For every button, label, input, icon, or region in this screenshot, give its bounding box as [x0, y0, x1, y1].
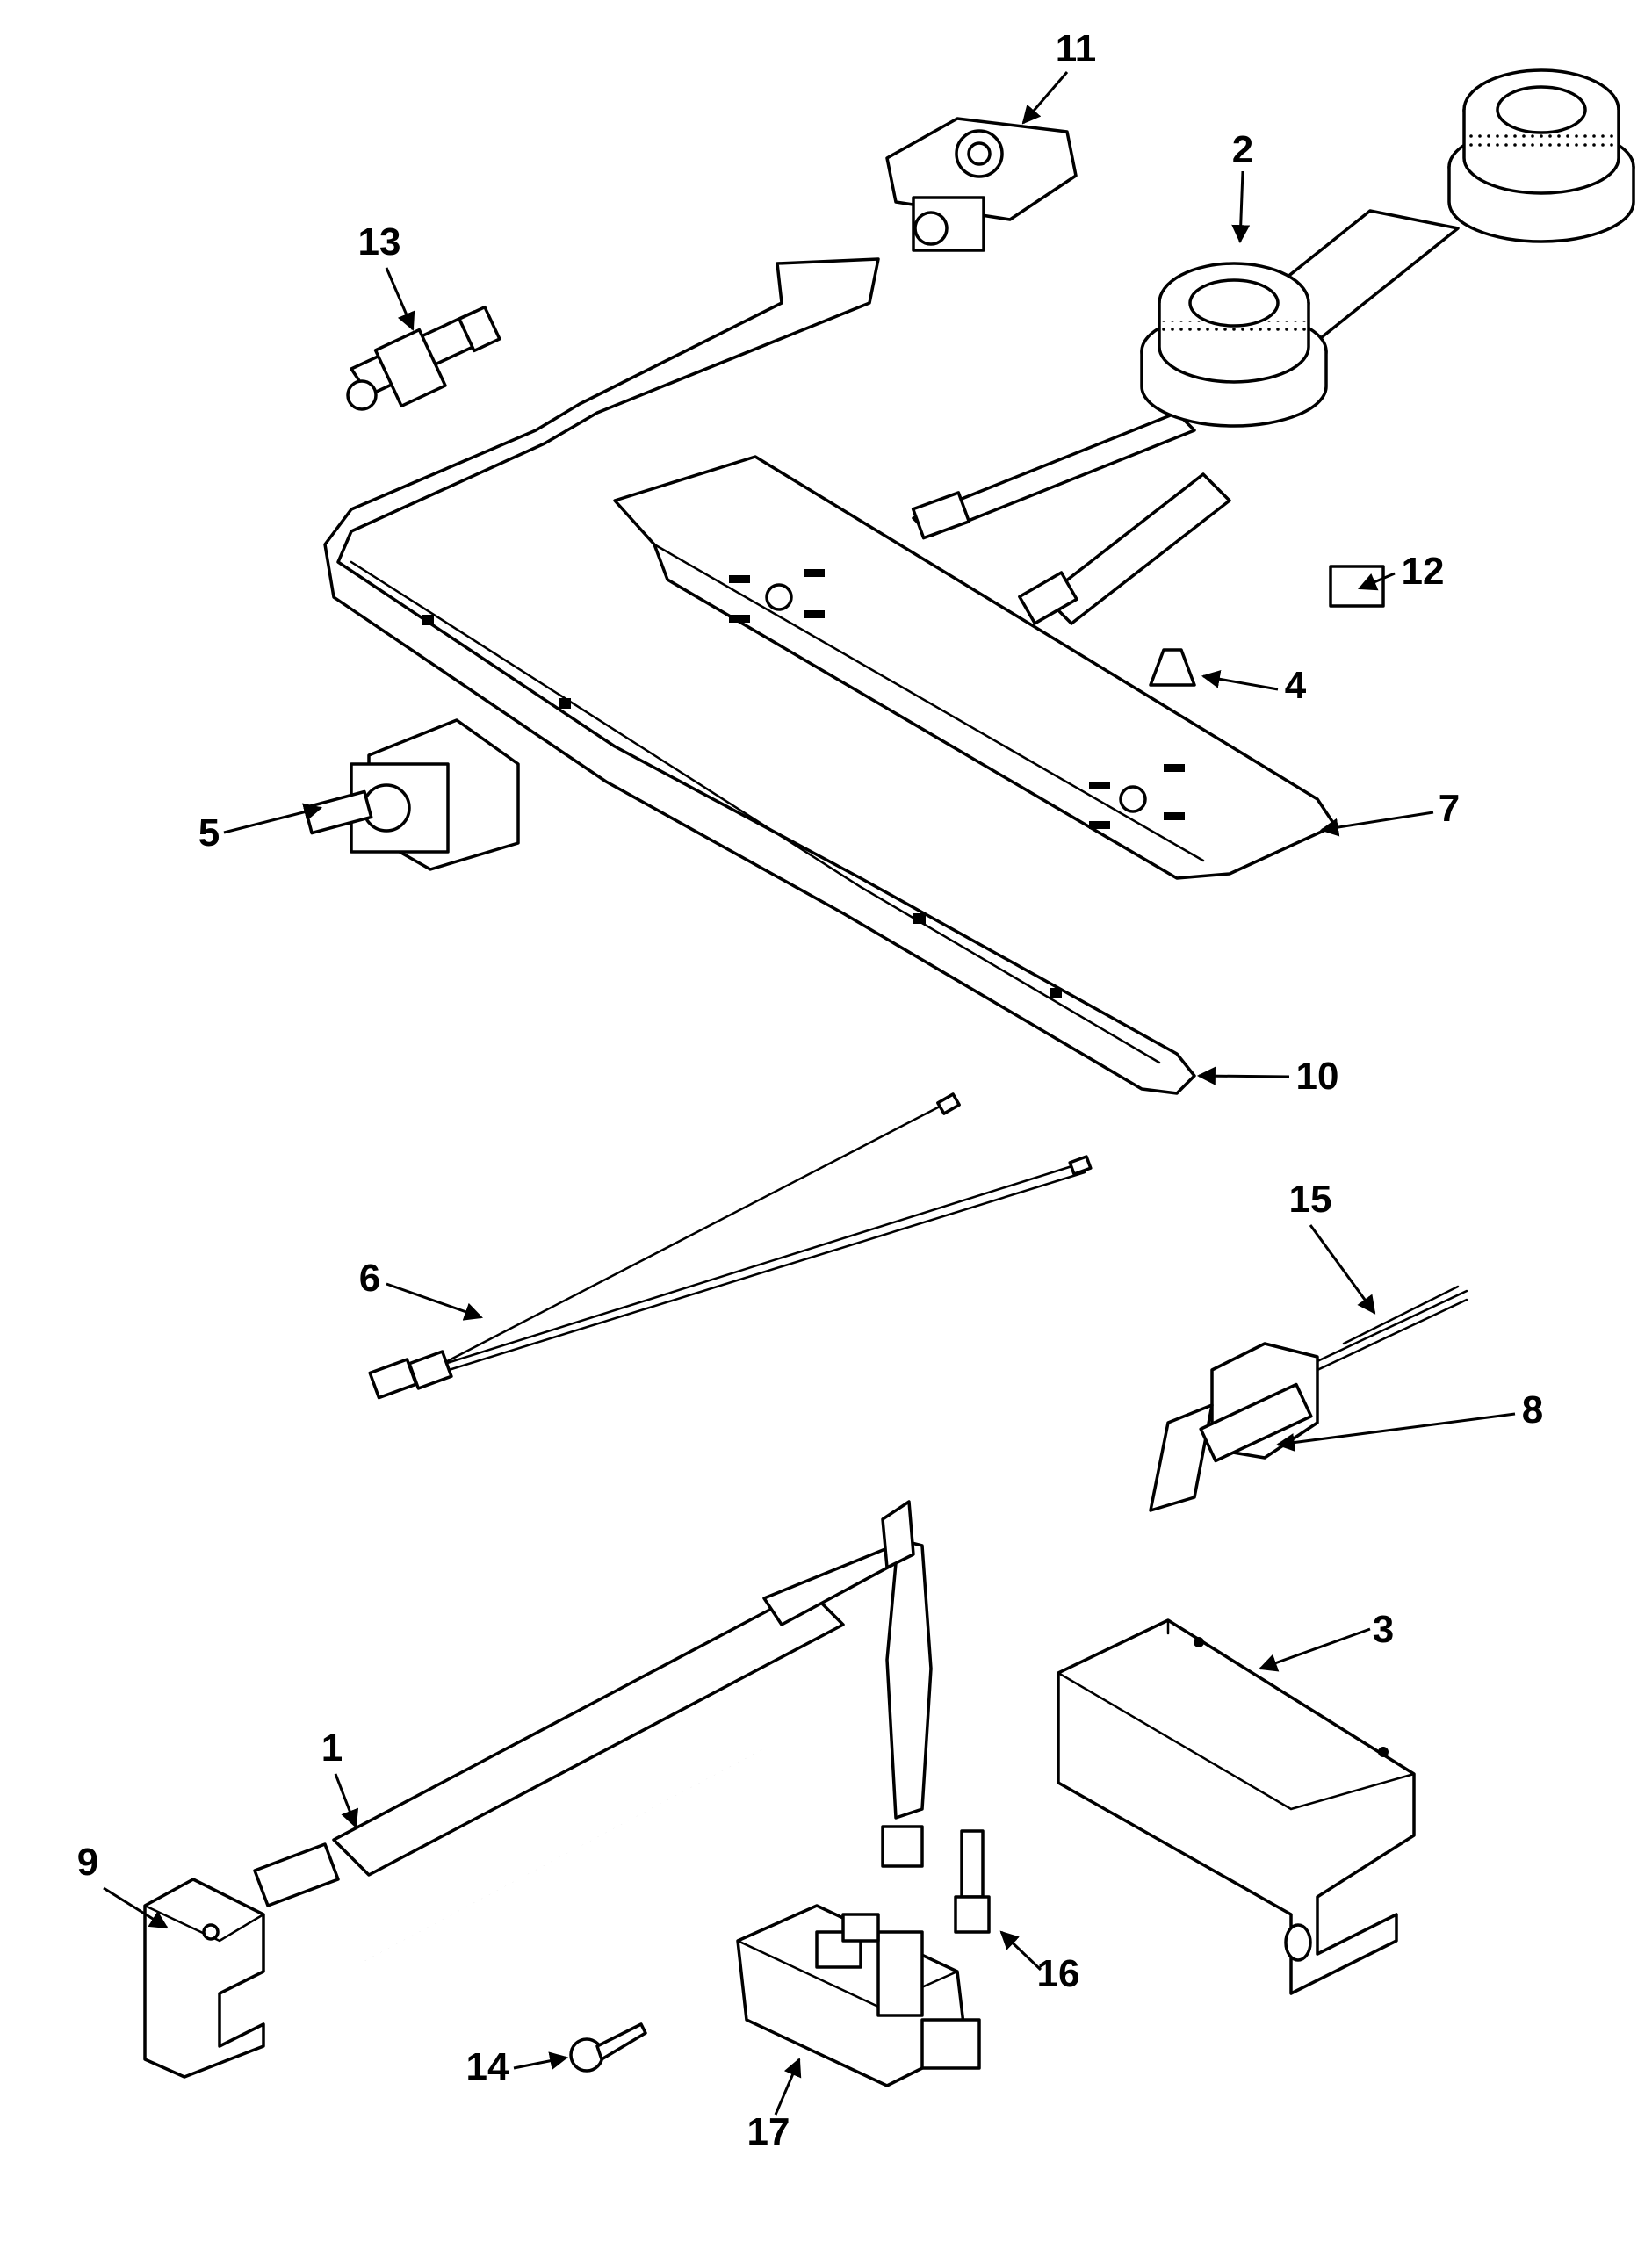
callouts: 1 2 3 4 5 6 7 8 9 10 11 12 13 14 15 16 1	[77, 27, 1543, 2153]
callout-8: 8	[1522, 1388, 1543, 1431]
callout-4: 4	[1285, 664, 1307, 707]
callout-15: 15	[1289, 1178, 1332, 1221]
callout-1: 1	[321, 1727, 343, 1770]
callout-10: 10	[1296, 1055, 1339, 1098]
surface-burners	[911, 68, 1635, 625]
callout-14: 14	[466, 2045, 509, 2088]
ignitor-bracket-8	[1149, 1289, 1468, 1512]
callout-12: 12	[1402, 550, 1445, 593]
callout-13: 13	[358, 220, 401, 263]
manifold-pipe	[323, 257, 1196, 1095]
safety-valve-17	[736, 1904, 981, 2087]
gas-valve-11	[885, 117, 1078, 252]
valve-fitting-13	[346, 305, 501, 411]
callout-7: 7	[1439, 787, 1460, 830]
clip-12	[1329, 565, 1385, 608]
oven-burner-1	[253, 1500, 933, 1963]
bracket-9	[143, 1878, 265, 2079]
screw-14	[569, 2022, 647, 2073]
callout-11: 11	[1056, 27, 1097, 70]
switch-5	[303, 718, 520, 871]
ignitor-lead-15	[1342, 1285, 1460, 1345]
callout-16: 16	[1037, 1952, 1080, 1995]
heat-shield-3	[1057, 1618, 1416, 1995]
callout-2: 2	[1232, 128, 1253, 171]
callout-6: 6	[359, 1257, 380, 1300]
cap-4	[1149, 648, 1196, 687]
callout-9: 9	[77, 1841, 98, 1884]
callout-5: 5	[198, 811, 220, 854]
callout-3: 3	[1373, 1608, 1394, 1651]
callout-17: 17	[747, 2110, 790, 2153]
burner-bracket	[613, 455, 1337, 880]
pilot-spud-16	[954, 1829, 991, 1934]
wire-harness-6	[368, 1092, 1093, 1400]
